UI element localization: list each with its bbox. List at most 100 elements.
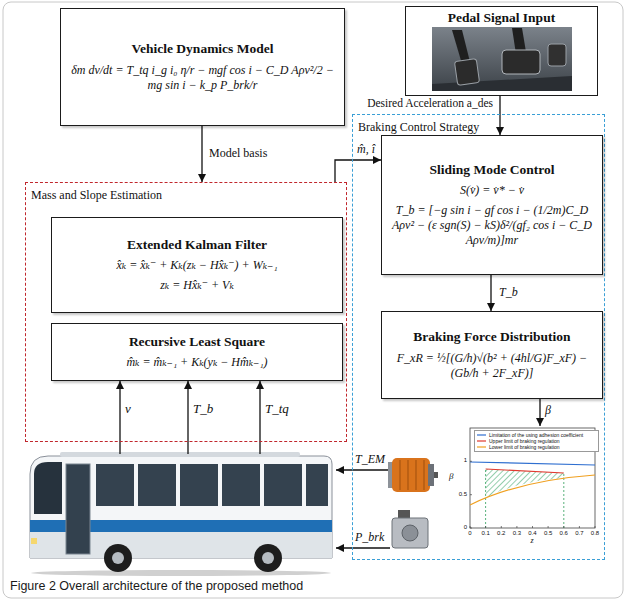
estimation-region: Mass and Slope EstimationExtended Kalman… [25, 182, 347, 442]
edge-label: m̂, î [355, 143, 377, 156]
tick-label: 0.7 [575, 530, 583, 537]
photo-floor [432, 76, 572, 91]
edge-label: Desired Acceleration a_des [365, 97, 495, 110]
node-heading: Braking Force Distribution [390, 329, 594, 346]
equation: m̂ₖ = m̂ₖ₋₁ + Kₖ(yₖ − Hm̂ₖ₋₁) [60, 355, 334, 370]
adhesion-curve [470, 462, 595, 465]
signal-name: P_brk [355, 531, 384, 544]
node-heading: Vehicle Dynamics Model [69, 41, 336, 58]
control-region: Braking Control StrategySliding Mode Con… [352, 114, 605, 560]
bus-shadow [31, 570, 331, 576]
flow-arrow [490, 275, 491, 311]
equation: zₖ = Hx̂ₖ⁻ + Vₖ [60, 278, 334, 293]
model-box: Vehicle Dynamics Model δm dv/dt = T_tq i_… [60, 8, 345, 126]
edge-label: Model basis [207, 147, 269, 160]
legend-text: Limitation of the using adhesion coeffic… [489, 432, 583, 438]
bus-windshield [34, 462, 62, 514]
tick-label: 0.8 [591, 530, 599, 537]
pedal-arm [452, 30, 470, 64]
input-box: Pedal Signal Input [405, 6, 598, 96]
legend-line [477, 438, 488, 444]
distribution-box: Braking Force DistributionF_xR = ½[(G/h)… [381, 311, 603, 399]
upper-limit-curve [486, 469, 564, 473]
motor-cap [428, 464, 434, 486]
equation: x̂ₖ = x̂ₖ⁻ + Kₖ(zₖ − Hx̂ₖ⁻) + Wₖ₋₁ [60, 258, 334, 273]
bus-wheel [104, 544, 132, 572]
flow-arrow [499, 96, 500, 135]
bus-window [306, 464, 328, 506]
node-heading: Sliding Mode Control [390, 162, 594, 179]
tick-label: 0.6 [560, 530, 568, 537]
valve-body [392, 518, 428, 548]
bus-window [264, 464, 302, 506]
flow-arrow [201, 126, 202, 182]
bus-window [138, 464, 176, 506]
legend-text: Upper limit of braking regulation [489, 438, 560, 444]
estimator-box: Recursive Least Square m̂ₖ = m̂ₖ₋₁ + Kₖ(y… [51, 323, 343, 381]
node-heading: Extended Kalman Filter [60, 237, 334, 254]
signal-name: T_EM [355, 453, 385, 466]
motor-fins [400, 460, 424, 490]
signal-arrow [336, 469, 388, 470]
legend-line [477, 444, 488, 450]
signal-arrow [336, 547, 390, 548]
node-heading: Pedal Signal Input [412, 10, 591, 27]
wheel-hub [112, 552, 124, 564]
flow-arrow [335, 160, 381, 182]
figure-caption: Figure 2 Overall architecture of the pro… [10, 580, 303, 594]
bus-headlight [31, 538, 37, 544]
tick-label: 0.1 [481, 530, 489, 537]
equation: δm dv/dt = T_tq i_g i₀ η/r − mgf cos i −… [69, 63, 336, 93]
tick-label: 1 [464, 457, 467, 464]
signal-arrow [539, 399, 540, 426]
brake-pedal [502, 50, 540, 74]
controller-box: Sliding Mode ControlS(v̇) = v̇* − v̇ T_b … [381, 135, 603, 275]
legend-entry: Upper limit of braking regulation [477, 438, 596, 444]
tick-label: 0.5 [544, 530, 552, 537]
wheel-hub [262, 552, 274, 564]
equation: T_b = [−g sin i − gf cos i − (1/2m)C_D A… [390, 203, 594, 248]
bus-illustration [30, 452, 332, 576]
tick-label: 0.2 [497, 530, 505, 537]
limit-line [486, 469, 564, 528]
bus-door [66, 464, 90, 554]
tick-label: 0.4 [528, 530, 536, 537]
bus-window [96, 464, 134, 506]
motor-photo [388, 458, 438, 492]
signal-name: β [545, 404, 551, 417]
signal-name: v [125, 402, 131, 416]
signal-name: T_b [193, 402, 213, 416]
equation: F_xR = ½[(G/h)√(b² + (4hl/G)F_xF) − (Gb/… [390, 351, 594, 381]
valve-coil [402, 525, 418, 541]
node-heading: Recursive Least Square [60, 334, 334, 351]
signal-name: T_tq [265, 402, 289, 416]
region-title: Braking Control Strategy [358, 120, 479, 135]
pedal-photo [432, 27, 572, 91]
edge-label: T_b [497, 286, 520, 299]
motor-housing [392, 458, 430, 492]
legend-entry: Lower limit of braking regulation [477, 444, 596, 450]
equation: S(v̇) = v̇* − v̇ [390, 183, 594, 198]
legend-line-sample [477, 446, 486, 447]
legend-text: Lower limit of braking regulation [489, 444, 560, 450]
valve-photo [392, 510, 428, 548]
signal-arrow [187, 381, 188, 454]
bus-window [180, 464, 218, 506]
valve-port [398, 510, 410, 518]
accelerator-pedal [454, 59, 479, 86]
rest-pedal [548, 44, 566, 66]
photo-ground [432, 27, 572, 91]
motor-shaft [434, 472, 438, 478]
axis-ticks [470, 461, 595, 528]
lower-limit-curve [470, 475, 595, 505]
legend-line-sample [477, 440, 486, 441]
figure-frame [3, 2, 623, 598]
signal-arrow [119, 381, 120, 454]
legend-line [477, 432, 488, 438]
signal-arrow [259, 381, 260, 454]
axis-label: β [449, 472, 453, 482]
bus-roof [60, 452, 300, 457]
tick-label: 0 [464, 524, 467, 531]
